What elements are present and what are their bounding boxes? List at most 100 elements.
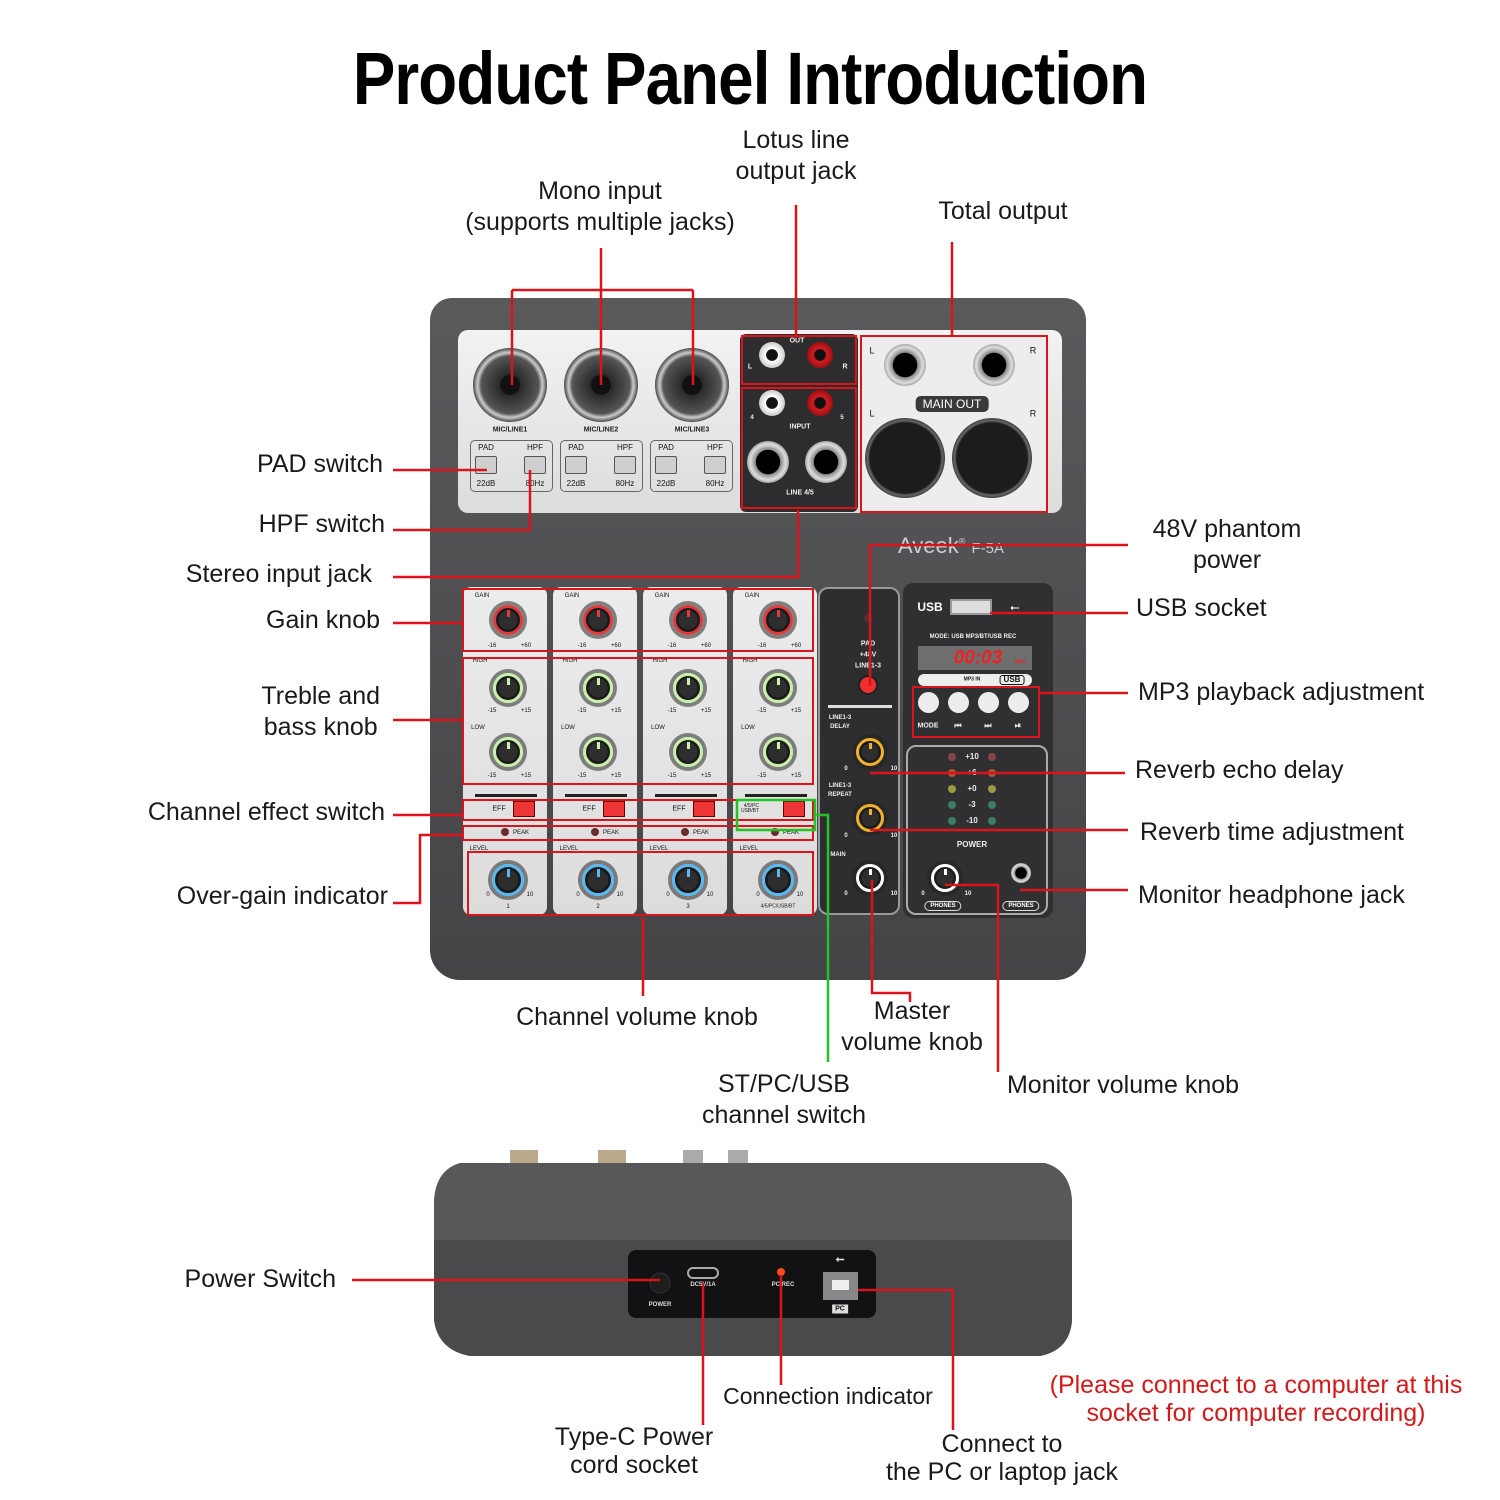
- meter-level: -10: [966, 816, 978, 825]
- meter-led: [948, 785, 956, 793]
- label-line: the PC or laptop jack: [885, 1458, 1119, 1486]
- label-line: Lotus line: [742, 126, 850, 154]
- label-pad-switch: PAD switch: [257, 450, 383, 478]
- label-mono-input: Mono input (supports multiple jacks): [465, 176, 735, 238]
- jack-top: [510, 1150, 538, 1164]
- phantom-led: [864, 614, 872, 622]
- pad-hpf-group: [650, 440, 733, 492]
- label-line: cord socket: [570, 1451, 698, 1479]
- label-line: 48V phantom: [1152, 515, 1302, 543]
- delay-min: 0: [844, 766, 848, 772]
- meter-led: [948, 801, 956, 809]
- hpf-value: 80Hz: [705, 479, 725, 488]
- power-button[interactable]: [649, 1272, 671, 1294]
- headphone-jack[interactable]: [1011, 863, 1031, 883]
- label-reverb-delay: Reverb echo delay: [1135, 756, 1344, 784]
- label-gain-knob: Gain knob: [266, 606, 380, 634]
- delay-knob[interactable]: [856, 738, 884, 766]
- label-connection-indicator: Connection indicator: [723, 1383, 933, 1409]
- divider: [655, 794, 717, 797]
- label-line: power: [1192, 546, 1262, 574]
- label-line: Master: [873, 997, 951, 1025]
- label-total-output: Total output: [938, 197, 1068, 225]
- label-line: channel switch: [702, 1101, 866, 1129]
- label-line: volume knob: [841, 1028, 983, 1056]
- pcrec-label: PC/REC: [771, 1282, 795, 1288]
- usb-b-port-slot: [832, 1280, 849, 1290]
- meter-level: +10: [965, 752, 979, 761]
- label-monitor-volume: Monitor volume knob: [1006, 1071, 1240, 1099]
- repeat-label: REPEAT: [828, 792, 852, 798]
- rca-top: [683, 1150, 703, 1164]
- delay-label: DELAY: [830, 724, 850, 730]
- rca-top: [728, 1150, 748, 1164]
- pc-label: PC: [832, 1304, 848, 1314]
- level-label: LEVEL: [469, 846, 489, 852]
- label-stereo-input: Stereo input jack: [185, 560, 372, 588]
- repeat-min: 0: [844, 833, 848, 839]
- typec-port[interactable]: [687, 1267, 719, 1279]
- label-power-switch: Power Switch: [184, 1265, 336, 1293]
- delay-max: 10: [890, 766, 898, 772]
- page-title: Product Panel Introduction: [352, 37, 1148, 120]
- typec-label: DC5V/1A: [690, 1282, 716, 1288]
- hpf-label: HPF: [527, 443, 543, 452]
- pad-label: PAD: [568, 443, 584, 452]
- power-button-label: POWER: [648, 1302, 672, 1308]
- meter-led: [988, 753, 996, 761]
- label-channel-effect: Channel effect switch: [147, 798, 385, 826]
- brand-reg: ®: [958, 536, 966, 547]
- meter-led: [948, 817, 956, 825]
- meter-led: [988, 801, 996, 809]
- divider: [745, 794, 807, 797]
- level-label: LEVEL: [649, 846, 669, 852]
- label-usb-socket: USB socket: [1136, 594, 1267, 622]
- phantom-label: LINE1-3: [854, 662, 882, 670]
- hpf-switch[interactable]: [614, 456, 636, 474]
- pad-value: 22dB: [656, 479, 676, 488]
- usb-icon: ⭠: [835, 1253, 845, 1266]
- hpf-switch[interactable]: [704, 456, 726, 474]
- label-master-volume: Master volume knob: [841, 996, 983, 1058]
- back-port-panel: [628, 1250, 876, 1318]
- repeat-label: LINE1-3: [828, 783, 852, 789]
- label-hpf-switch: HPF switch: [258, 510, 385, 538]
- connection-led: [777, 1268, 785, 1276]
- label-line: (supports multiple jacks): [465, 208, 735, 236]
- pad-label: PAD: [478, 443, 494, 452]
- mic-line-label: MIC/LINE3: [674, 426, 710, 434]
- pad-value: 22dB: [566, 479, 586, 488]
- pad-switch[interactable]: [565, 456, 587, 474]
- label-line: (Please connect to a computer at this: [1049, 1371, 1463, 1399]
- phantom-label: PAD: [860, 640, 876, 648]
- label-line: output jack: [735, 157, 857, 185]
- meter-level: +0: [967, 784, 977, 793]
- label-phantom: 48V phantom power: [1153, 514, 1302, 576]
- hpf-label: HPF: [617, 443, 633, 452]
- label-line: Mono input: [538, 177, 662, 205]
- delay-label: LINE1-3: [828, 715, 852, 721]
- label-line: Connect to: [941, 1430, 1063, 1458]
- hpf-switch[interactable]: [524, 456, 546, 474]
- hpf-value: 80Hz: [615, 479, 635, 488]
- pad-switch[interactable]: [655, 456, 677, 474]
- mic-line-label: MIC/LINE2: [583, 426, 619, 434]
- hpf-value: 80Hz: [525, 479, 545, 488]
- repeat-max: 10: [890, 833, 898, 839]
- divider: [475, 794, 537, 797]
- label-reverb-time: Reverb time adjustment: [1140, 818, 1405, 846]
- label-channel-switch: ST/PC/USB channel switch: [702, 1069, 866, 1131]
- label-over-gain: Over-gain indicator: [176, 882, 388, 910]
- label-headphone-jack: Monitor headphone jack: [1138, 881, 1405, 909]
- pad-label: PAD: [658, 443, 674, 452]
- meter-led: [988, 785, 996, 793]
- label-line: ST/PC/USB: [718, 1070, 850, 1098]
- mic-line-label: MIC/LINE1: [492, 426, 528, 434]
- label-line: bass knob: [263, 713, 378, 741]
- label-line: socket for computer recording): [1086, 1399, 1426, 1427]
- phantom-label: +48V: [859, 651, 877, 659]
